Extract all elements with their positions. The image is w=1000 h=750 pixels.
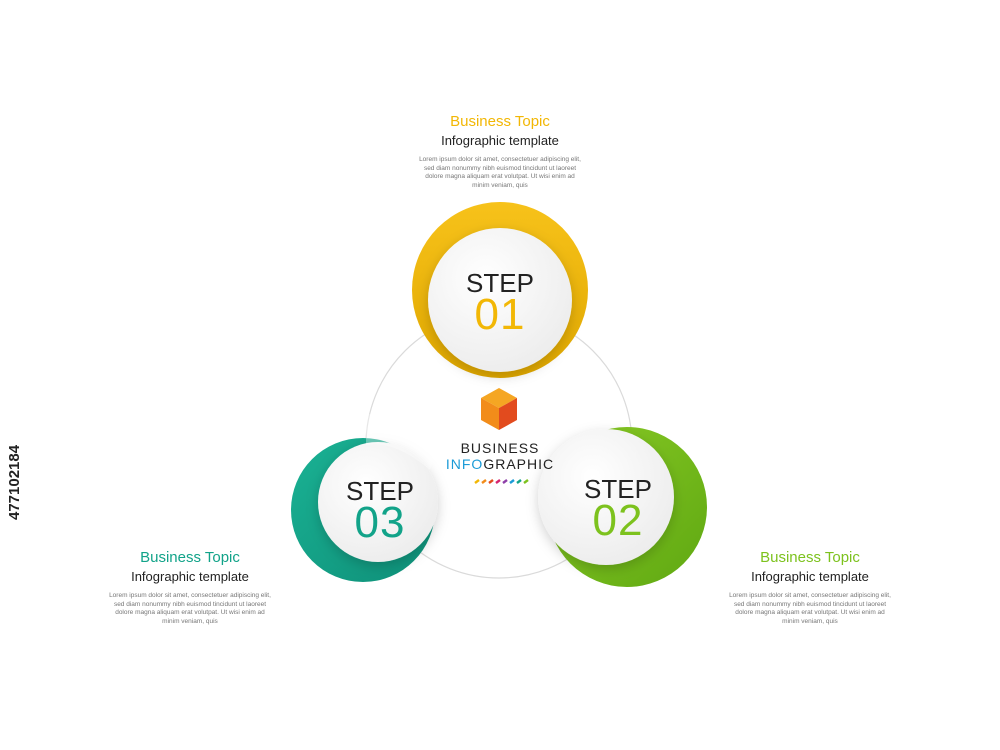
topic-01-body: Lorem ipsum dolor sit amet, consectetuer…: [380, 156, 620, 190]
rainbow-dashes: [474, 479, 529, 484]
topic-02-body-line: Lorem ipsum dolor sit amet, consectetuer…: [729, 592, 891, 599]
topic-03-body-line: minim veniam, quis: [162, 617, 218, 625]
topic-01-body-line: dolore magna aliquam erat volutpat. Ut w…: [425, 173, 575, 180]
step-01-inner-disc: [428, 228, 572, 372]
topic-03-title: Business Topic: [140, 549, 240, 566]
topic-02-title: Business Topic: [760, 549, 860, 566]
center-title: BUSINESS INFOGRAPHIC: [430, 440, 570, 472]
topic-03-body-line: Lorem ipsum dolor sit amet, consectetuer…: [109, 592, 271, 599]
topic-02-body-line: minim veniam, quis: [782, 617, 838, 625]
stock-id: 477102184: [6, 444, 23, 520]
topic-01-subtitle: Infographic template: [441, 133, 559, 148]
topic-01-body-line: sed diam nonummy nibh euismod tincidunt …: [423, 164, 577, 172]
step-03-circle[interactable]: [291, 438, 438, 582]
topic-03-subtitle: Infographic template: [131, 569, 249, 584]
topic-03: Business Topic Infographic template Lore…: [70, 548, 310, 626]
topic-02-body-line: sed diam nonummy nibh euismod tincidunt …: [733, 600, 887, 608]
topic-01-body-line: minim veniam, quis: [472, 181, 528, 189]
step-03-label: STEP: [346, 476, 414, 506]
step-03-inner-disc: [318, 442, 438, 562]
step-02-inner-disc: [538, 429, 674, 565]
topic-02-subtitle: Infographic template: [751, 569, 869, 584]
center-line2: INFOGRAPHIC: [430, 456, 570, 472]
topic-01-title: Business Topic: [450, 113, 550, 130]
topic-02-body-line: dolore magna aliquam erat volutpat. Ut w…: [735, 609, 885, 616]
topic-03-body: Lorem ipsum dolor sit amet, consectetuer…: [70, 592, 310, 626]
topic-03-body-line: sed diam nonummy nibh euismod tincidunt …: [113, 600, 267, 608]
center-line2-info: INFO: [445, 456, 484, 472]
step-02-label: STEP: [584, 474, 652, 504]
topic-02-body: Lorem ipsum dolor sit amet, consectetuer…: [690, 592, 930, 626]
overlap-shade-left: [366, 410, 440, 470]
step-01-label: STEP: [466, 268, 534, 298]
cube-icon: [481, 388, 517, 430]
center-line2-graphic: GRAPHIC: [483, 456, 555, 472]
topic-03-body-line: dolore magna aliquam erat volutpat. Ut w…: [115, 609, 265, 616]
topic-01: Business Topic Infographic template Lore…: [380, 112, 620, 190]
step-02-circle[interactable]: [538, 427, 707, 587]
step-01-circle[interactable]: [412, 202, 588, 378]
topic-01-body-line: Lorem ipsum dolor sit amet, consectetuer…: [419, 156, 581, 163]
topic-02: Business Topic Infographic template Lore…: [690, 548, 930, 626]
step-01-number: 01: [474, 290, 526, 339]
center-line1: BUSINESS: [460, 440, 540, 456]
step-03-number: 03: [354, 498, 406, 547]
step-02-number: 02: [592, 496, 644, 545]
